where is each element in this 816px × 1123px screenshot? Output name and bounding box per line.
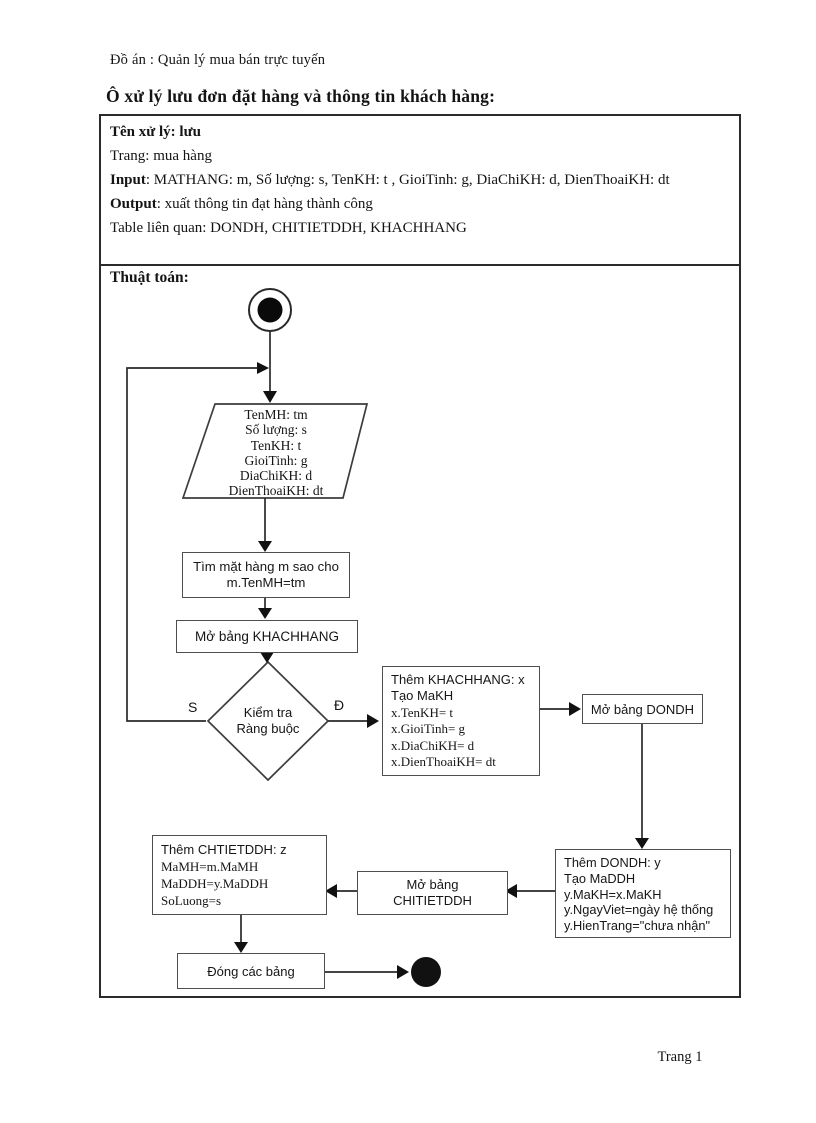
arrowhead-into-open-khachhang bbox=[258, 608, 272, 619]
open-dondh-box: Mở bảng DONDH bbox=[582, 694, 703, 724]
end-node-icon bbox=[411, 957, 441, 987]
page-number: Trang 1 bbox=[657, 1049, 703, 1065]
arrowhead-into-add-chitietddh bbox=[325, 884, 337, 898]
arrowhead-into-decision bbox=[260, 652, 274, 663]
row-input: Input: MATHANG: m, Số lượng: s, TenKH: t… bbox=[110, 168, 732, 192]
row-output: Output: xuất thông tin đạt hàng thành cô… bbox=[110, 192, 732, 216]
connector-loop-back bbox=[126, 367, 258, 722]
find-item-box: Tìm mặt hàng m sao cho m.TenMH=tm bbox=[182, 552, 350, 598]
table-row-divider bbox=[100, 264, 740, 266]
input-parallelogram-shape bbox=[181, 403, 369, 499]
algorithm-label: Thuật toán: bbox=[110, 269, 189, 286]
add-khachhang-box: Thêm KHACHHANG: x Tạo MaKH x.TenKH= t x.… bbox=[382, 666, 540, 776]
arrowhead-into-open-chitietddh bbox=[505, 884, 517, 898]
start-node-dot bbox=[257, 297, 283, 323]
arrowhead-into-find bbox=[258, 541, 272, 552]
arrowhead-into-input bbox=[263, 391, 277, 403]
process-info-cell: Tên xử lý: lưu Trang: mua hàng Input: MA… bbox=[100, 117, 742, 240]
decision-false-label: S bbox=[188, 699, 198, 715]
row-related-tables: Table liên quan: DONDH, CHITIETDDH, KHAC… bbox=[110, 220, 467, 236]
input-label: Input bbox=[110, 172, 146, 188]
add-chitietddh-box: Thêm CHTIETDDH: z MaMH=m.MaMH MaDDH=y.Ma… bbox=[152, 835, 327, 915]
close-tables-box: Đóng các bảng bbox=[177, 953, 325, 989]
arrowhead-into-close-tables bbox=[234, 942, 248, 953]
arrowhead-into-add-dondh bbox=[635, 838, 649, 849]
open-chitietddh-box: Mở bảng CHITIETDDH bbox=[357, 871, 508, 915]
input-value: : MATHANG: m, Số lượng: s, TenKH: t , Gi… bbox=[145, 172, 670, 188]
arrowhead-into-end bbox=[397, 965, 409, 979]
output-value: : xuất thông tin đạt hàng thành công bbox=[156, 196, 373, 212]
decision-true-label: Đ bbox=[334, 697, 345, 713]
decision-diamond: Kiểm tra Ràng buộc bbox=[236, 705, 300, 736]
document-header: Đồ án : Quản lý mua bán trực tuyến bbox=[110, 52, 326, 68]
process-spec-table bbox=[99, 114, 741, 998]
open-khachhang-box: Mở bảng KHACHHANG bbox=[176, 620, 358, 653]
decision-diamond-shape bbox=[206, 660, 330, 782]
page-title: Ô xử lý lưu đơn đặt hàng và thông tin kh… bbox=[106, 86, 496, 106]
row-process-name: Tên xử lý: lưu bbox=[110, 124, 201, 140]
row-page: Trang: mua hàng bbox=[110, 148, 212, 164]
add-dondh-box: Thêm DONDH: y Tạo MaDDH y.MaKH=x.MaKH y.… bbox=[555, 849, 731, 938]
arrowhead-into-add-khachhang bbox=[367, 714, 379, 728]
output-label: Output bbox=[110, 196, 157, 212]
input-parallelogram: TenMH: tm Số lượng: s TenKH: t GioiTinh:… bbox=[228, 407, 324, 499]
arrowhead-loop-join bbox=[257, 362, 269, 374]
arrowhead-into-open-dondh bbox=[569, 702, 581, 716]
